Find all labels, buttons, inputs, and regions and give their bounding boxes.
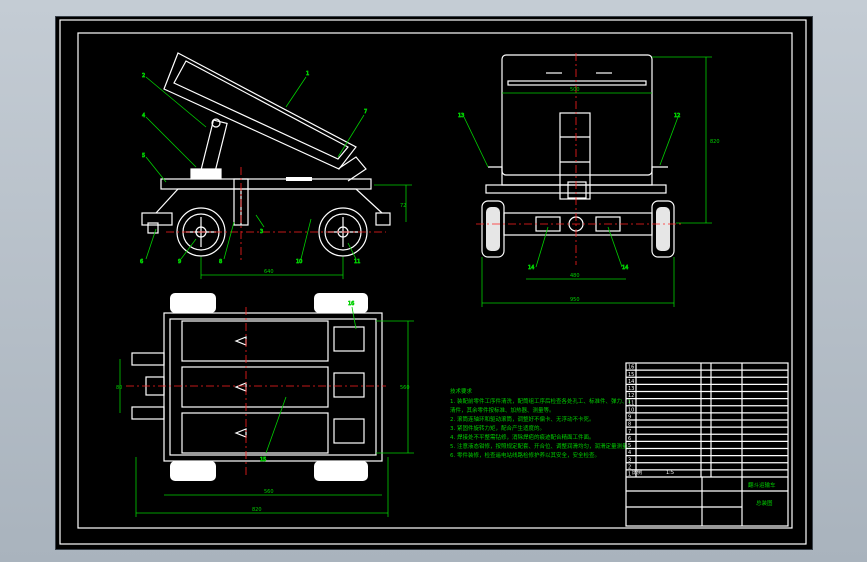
svg-text:10: 10 — [296, 259, 302, 265]
svg-text:14: 14 — [622, 265, 628, 271]
svg-text:7: 7 — [364, 109, 367, 115]
svg-text:6: 6 — [140, 259, 143, 265]
svg-text:12: 12 — [674, 113, 680, 119]
dim-top-outer: 820 — [252, 507, 262, 513]
parts-row-number: 1 — [628, 472, 631, 478]
side-view: 640 72 2 1 4 7 5 6 9 8 3 10 11 — [140, 52, 412, 279]
inner-frame — [77, 32, 793, 529]
top-view: 80 560 560 820 15 16 — [116, 293, 414, 517]
parts-row-number: 9 — [628, 415, 631, 421]
dump-box — [163, 52, 357, 170]
parts-row-number: 2 — [628, 464, 631, 470]
dim-rear-height: 820 — [710, 139, 720, 145]
svg-text:14: 14 — [528, 265, 534, 271]
svg-text:16: 16 — [348, 301, 354, 307]
parts-row-number: 11 — [628, 400, 634, 406]
svg-text:清件，其余零件按标准、加热器、测量等。: 清件，其余零件按标准、加热器、测量等。 — [450, 406, 555, 414]
svg-text:5. 注意液态钳修，按照规定配套、开合位、调整润滑均匀，润滑: 5. 注意液态钳修，按照规定配套、开合位、调整润滑均匀，润滑定量测量。 — [450, 442, 633, 450]
svg-text:15: 15 — [260, 457, 266, 463]
parts-row-number: 12 — [628, 393, 634, 399]
rear-callouts: 13 12 14 14 — [458, 113, 681, 272]
top-wheel-tr — [314, 293, 368, 313]
side-callouts: 2 1 4 7 5 6 9 8 3 10 11 — [140, 71, 368, 266]
svg-text:1. 装配前零件工序件清洗，配筒组工序后检查各处孔工、标准件: 1. 装配前零件工序件清洗，配筒组工序后检查各处孔工、标准件、弹力、1 — [450, 397, 631, 405]
svg-text:13: 13 — [458, 113, 464, 119]
dim-base: 640 — [264, 269, 274, 275]
technical-notes: 技术要求 1. 装配前零件工序件清洗，配筒组工序后检查各处孔工、标准件、弹力、1… — [450, 387, 633, 459]
svg-text:4. 焊接处不平整需钻修，消除焊疤的痕迹配合精面工件面。: 4. 焊接处不平整需钻修，消除焊疤的痕迹配合精面工件面。 — [450, 433, 595, 441]
svg-text:3: 3 — [260, 229, 263, 235]
parts-row-number: 7 — [628, 429, 631, 435]
rear-view: 500 820 480 950 13 12 14 14 — [458, 53, 720, 307]
top-wheel-tl — [170, 293, 216, 313]
parts-row-number: 10 — [628, 407, 634, 413]
svg-text:6. 零件装修，检查遥电站线路检修护养以其安全，安全检查。: 6. 零件装修，检查遥电站线路检修护养以其安全，安全检查。 — [450, 451, 600, 459]
svg-text:9: 9 — [178, 259, 181, 265]
parts-row-number: 14 — [628, 379, 634, 385]
rear-box — [501, 54, 653, 176]
dim-rear-mid: 480 — [570, 273, 580, 279]
title-scale: 1:5 — [666, 470, 674, 476]
dim-rear-width: 950 — [570, 297, 580, 303]
parts-row-number: 13 — [628, 386, 634, 392]
parts-row-number: 4 — [628, 450, 631, 456]
top-callouts: 15 16 — [260, 301, 357, 463]
rear-left-wheel — [481, 200, 505, 258]
dim-height: 72 — [400, 203, 406, 209]
svg-text:2: 2 — [142, 73, 145, 79]
dim-top-inner: 560 — [264, 489, 274, 495]
parts-row-number: 6 — [628, 436, 631, 442]
top-frame — [163, 312, 383, 462]
parts-row-number: 3 — [628, 457, 631, 463]
svg-text:2. 滚筒连轴环和驱动滚筒，调整好不偏卡、无浮动不卡死。: 2. 滚筒连轴环和驱动滚筒，调整好不偏卡、无浮动不卡死。 — [450, 415, 595, 423]
svg-text:4: 4 — [142, 113, 145, 119]
drawing-canvas: 640 72 2 1 4 7 5 6 9 8 3 10 11 — [59, 19, 807, 545]
side-chassis — [160, 178, 372, 190]
parts-row-number: 5 — [628, 443, 631, 449]
parts-row-number: 15 — [628, 372, 634, 378]
top-wheel-br — [314, 461, 368, 481]
hydraulic-cylinder — [199, 119, 228, 177]
cad-viewport[interactable]: 640 72 2 1 4 7 5 6 9 8 3 10 11 — [55, 16, 813, 550]
dim-top-right: 560 — [400, 385, 410, 391]
dim-rear-top: 500 — [570, 87, 580, 93]
svg-text:8: 8 — [219, 259, 222, 265]
outer-frame — [59, 19, 807, 545]
notes-title: 技术要求 — [450, 387, 473, 395]
title-scale-label: 比例 — [632, 469, 642, 476]
rear-right-wheel — [651, 200, 675, 258]
title-drawing-no: 总装图 — [756, 499, 773, 507]
parts-row-number: 16 — [628, 365, 634, 371]
svg-text:3. 紧固件旋转力矩，配合产生适度的。: 3. 紧固件旋转力矩，配合产生适度的。 — [450, 424, 545, 432]
svg-text:5: 5 — [142, 153, 145, 159]
top-wheel-bl — [170, 461, 216, 481]
parts-row-number: 8 — [628, 422, 631, 428]
dim-top-left: 80 — [116, 385, 122, 391]
title-drawing-name: 翻斗运输车 — [748, 481, 776, 489]
svg-text:1: 1 — [306, 71, 309, 77]
svg-text:11: 11 — [354, 259, 360, 265]
